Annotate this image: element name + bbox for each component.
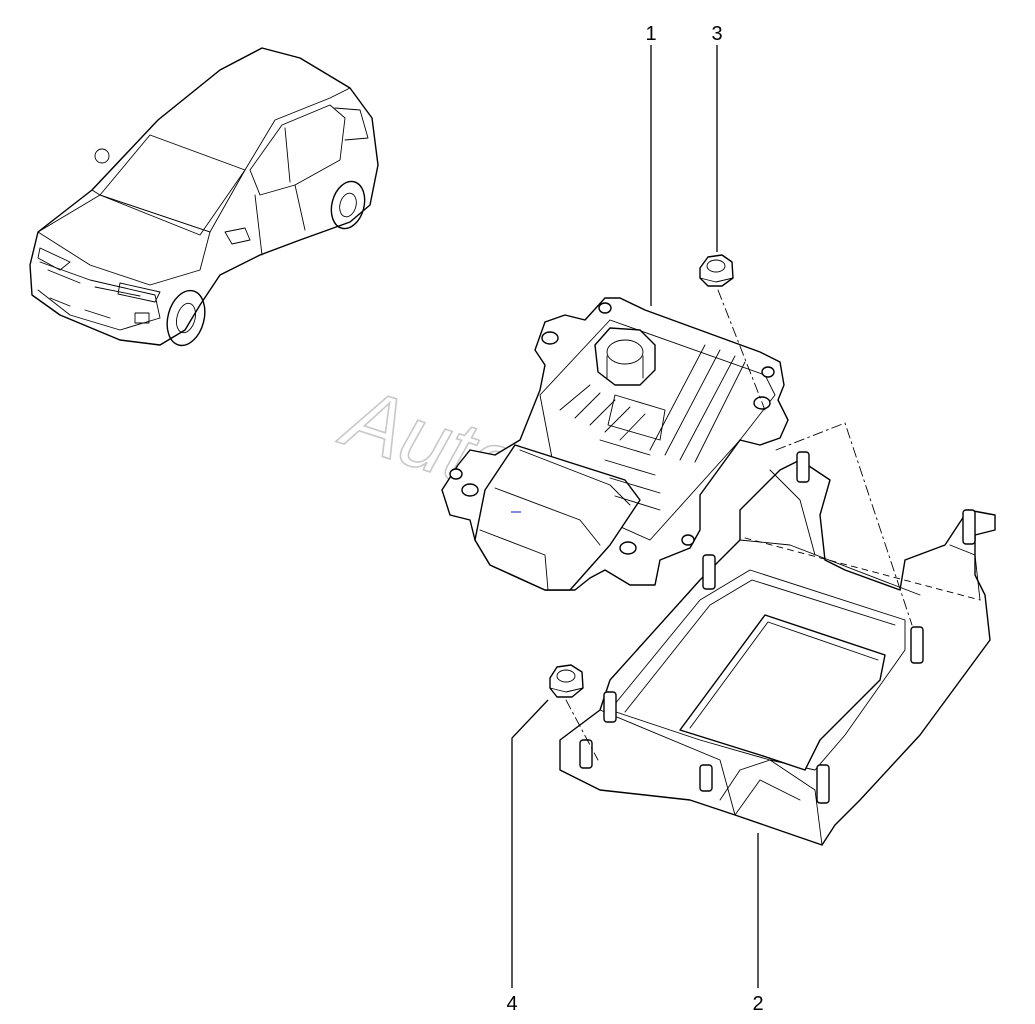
assembly-guide-lines — [565, 289, 913, 761]
callout-3: 3 — [711, 23, 723, 252]
part-1-control-unit — [441, 297, 789, 591]
bracket-stud — [579, 451, 976, 804]
callout-1: 1 — [645, 23, 657, 306]
callout-label-1: 1 — [645, 23, 656, 45]
callout-label-4: 4 — [506, 993, 517, 1015]
part-3-nut — [699, 254, 734, 287]
vehicle-location-icon — [29, 47, 379, 347]
part-4-nut — [549, 664, 584, 698]
callout-label-3: 3 — [711, 23, 722, 45]
callout-4: 4 — [506, 699, 549, 1015]
part-2-mounting-bracket — [559, 451, 996, 846]
callout-label-2: 2 — [752, 993, 763, 1015]
callout-2: 2 — [752, 833, 764, 1015]
